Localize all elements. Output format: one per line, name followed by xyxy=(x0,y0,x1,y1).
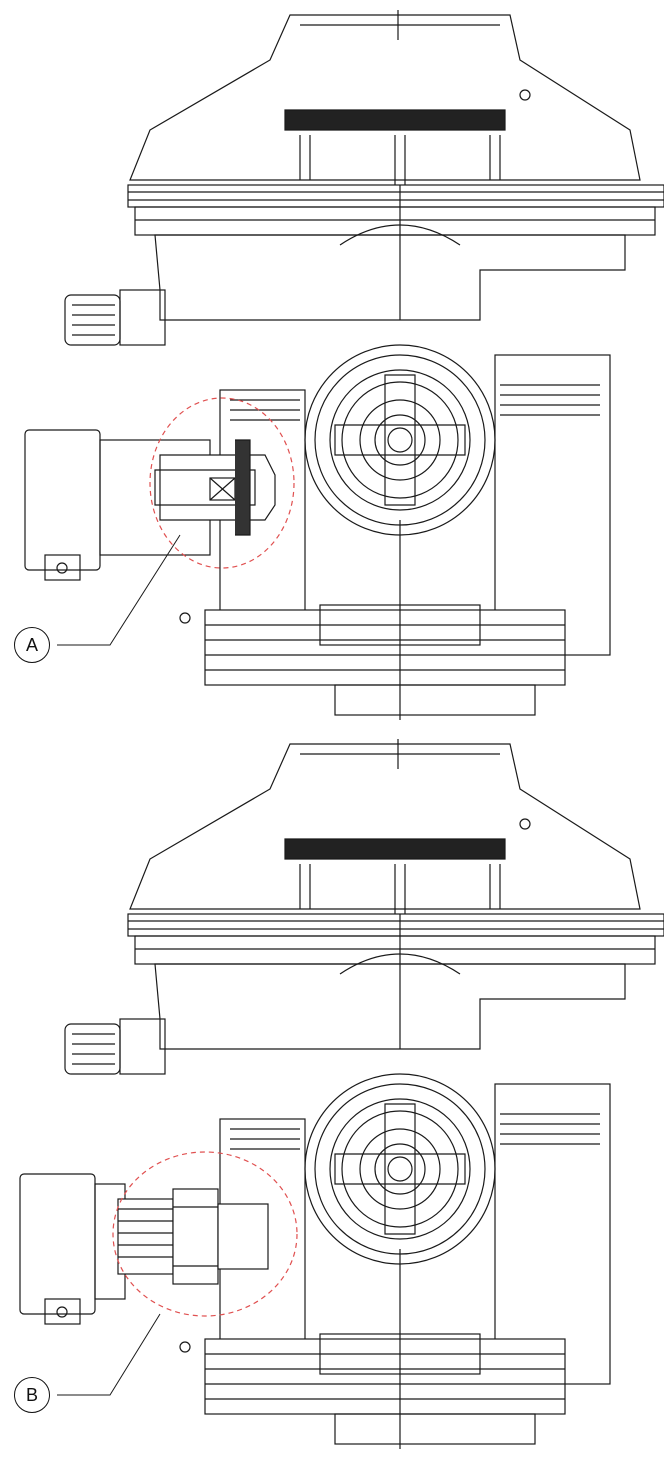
figure-b xyxy=(0,729,664,1459)
callout-b: B xyxy=(14,1377,50,1413)
callout-a: A xyxy=(14,627,50,663)
regulator-drawing-a xyxy=(24,10,664,720)
regulator-drawing-b xyxy=(19,739,664,1449)
figure-a xyxy=(24,10,664,720)
